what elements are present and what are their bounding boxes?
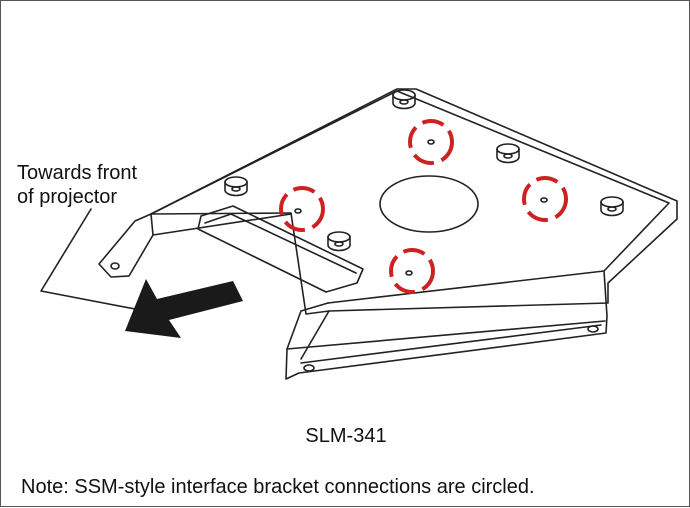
slot [197, 205, 364, 293]
model-label: SLM-341 [305, 425, 387, 447]
connection-circle [408, 119, 454, 165]
connection-circle [279, 186, 325, 232]
leader-line [40, 208, 157, 314]
direction-label: Towards front of projector [17, 162, 138, 208]
left-flange [98, 213, 292, 278]
connection-circles [279, 119, 568, 294]
plate-outline [150, 88, 678, 315]
connection-circle [389, 248, 435, 294]
arrow-icon [125, 279, 243, 338]
front-skirt [285, 270, 608, 380]
center-hole [379, 175, 479, 233]
note-text: Note: SSM-style interface bracket connec… [21, 476, 535, 498]
connection-circle [522, 176, 568, 222]
standoff-bolts [224, 89, 624, 252]
